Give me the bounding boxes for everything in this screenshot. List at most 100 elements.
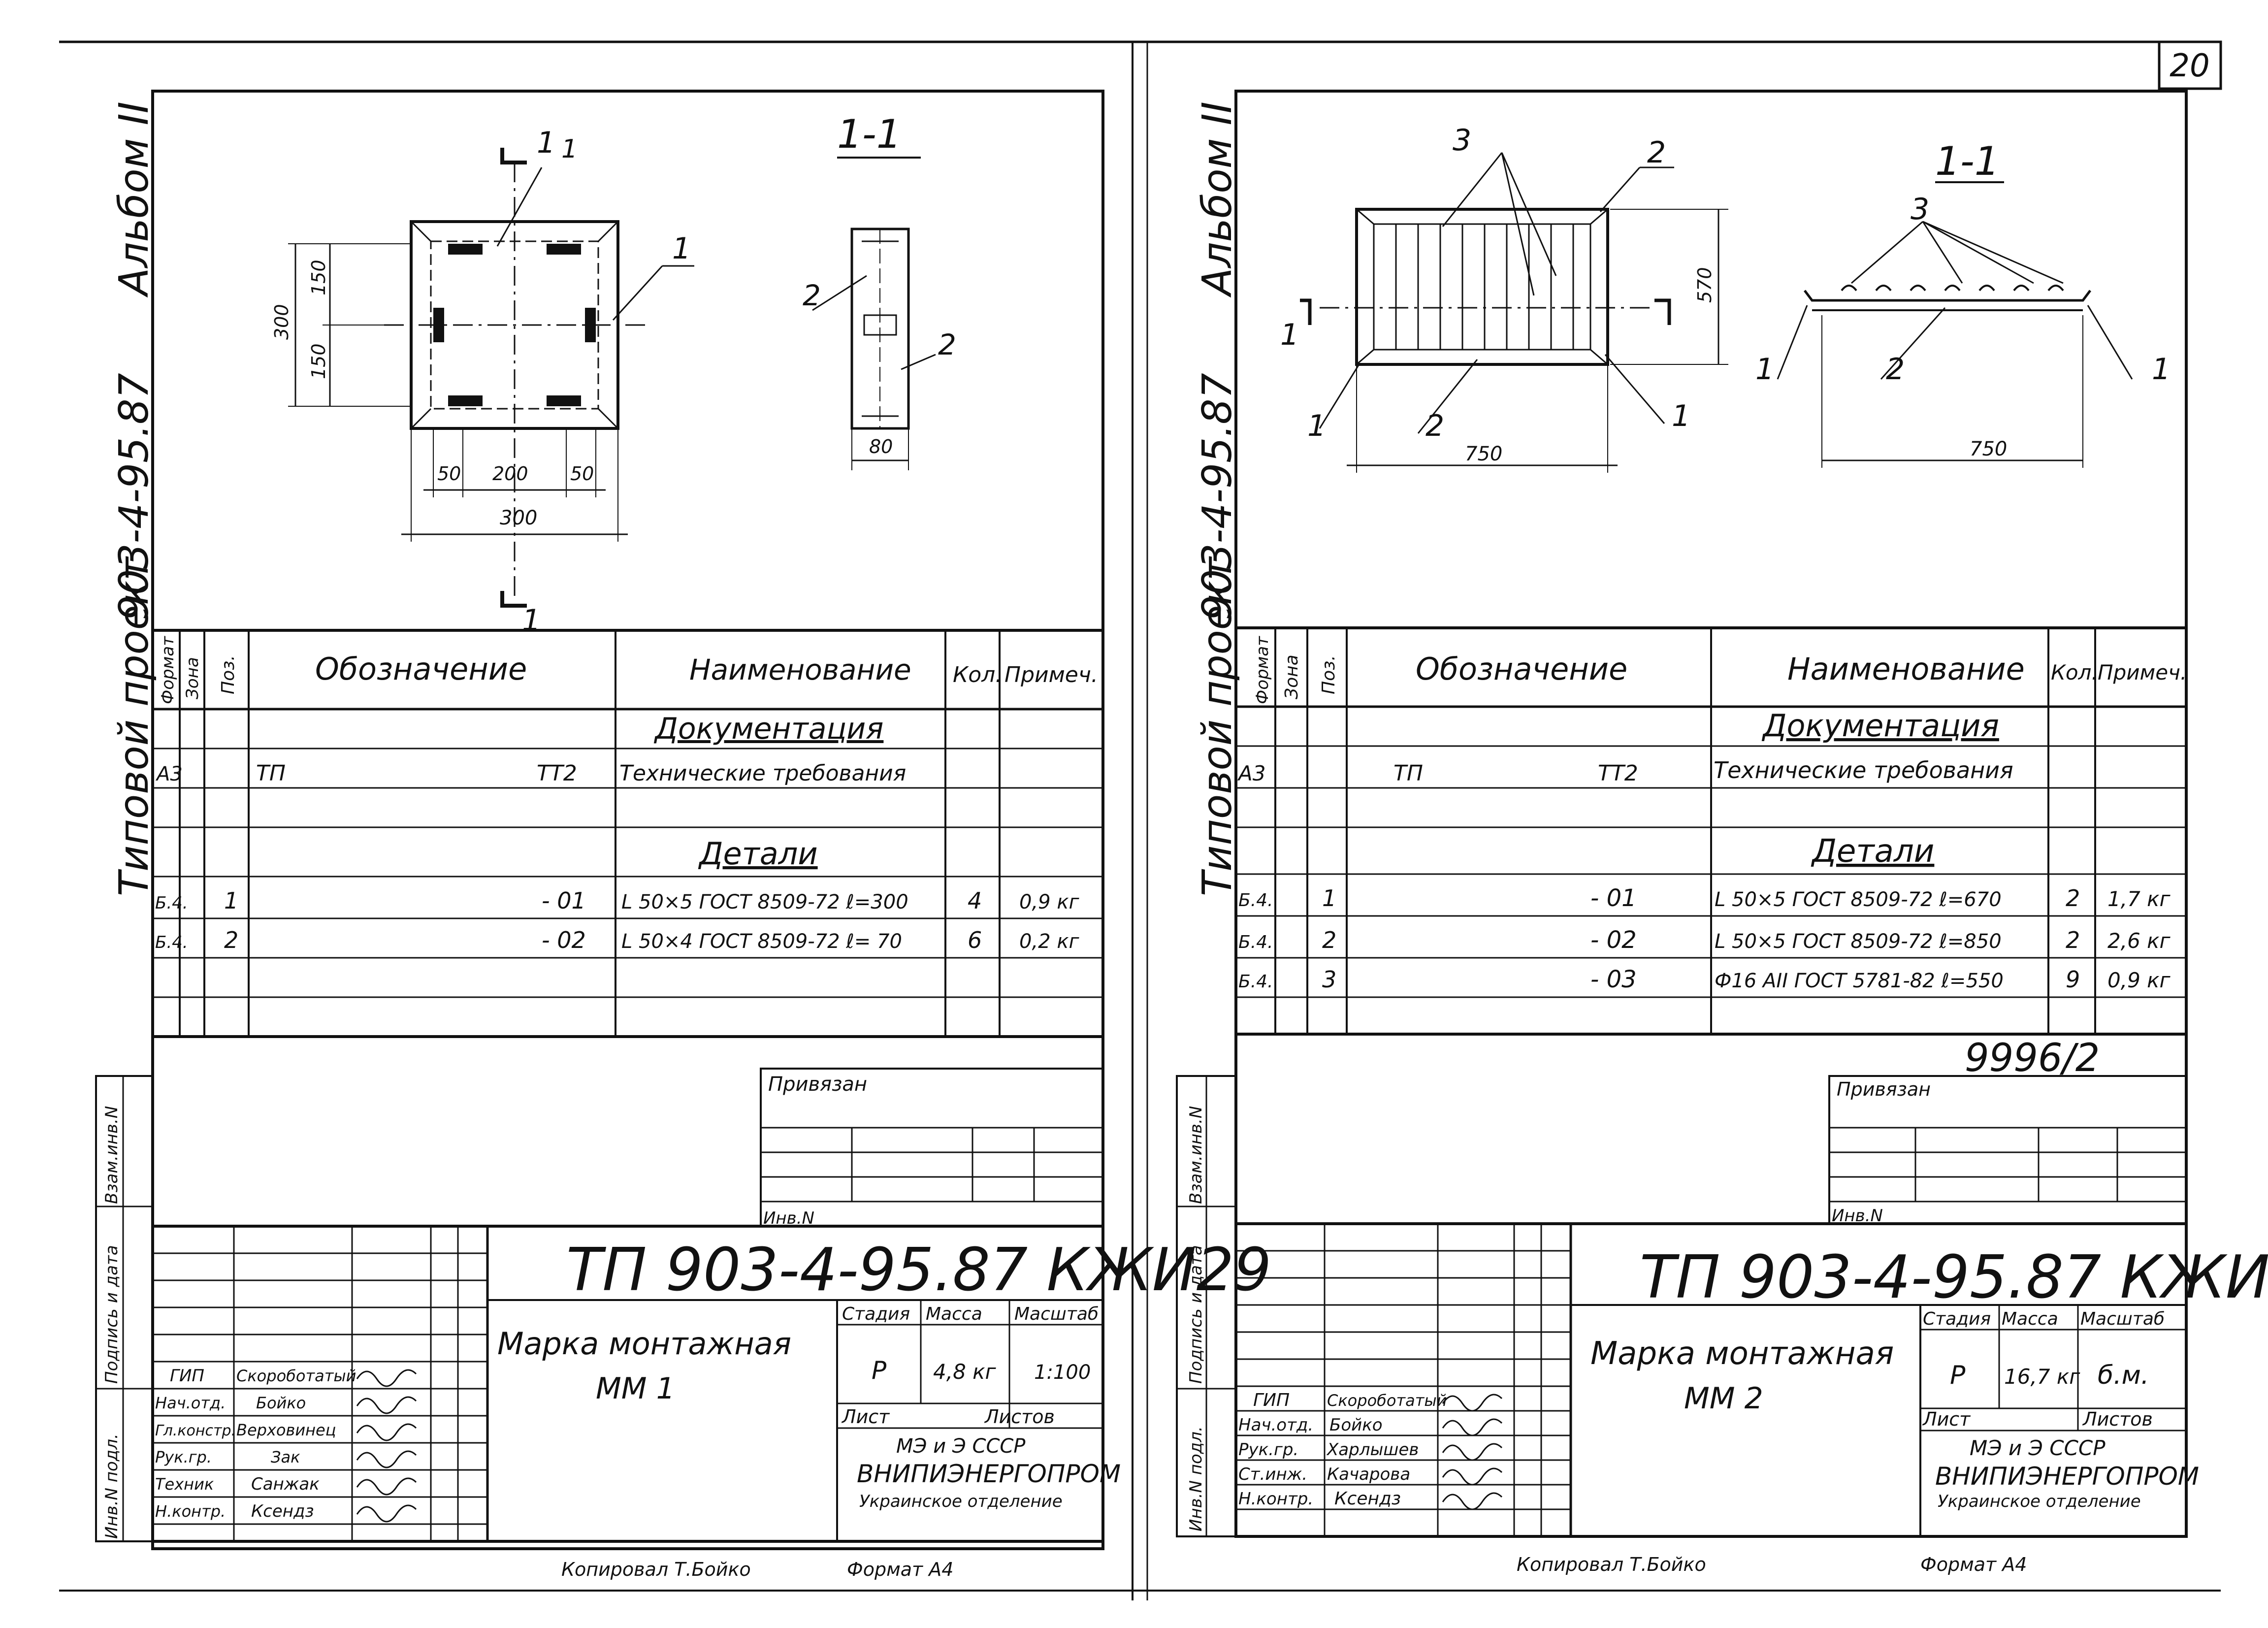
row-note: 0,9 кг [1019,891,1079,913]
side-stamp-3: Взам.инв.N [102,1106,122,1204]
dim-80: 80 [869,436,893,457]
callout-1b: 1 [1672,399,1690,433]
page-number-box: 20 [2158,40,2222,90]
dim-200: 200 [492,463,528,485]
staff-name: Харлышев [1326,1440,1419,1460]
side-code: 903-4-95.87 [111,373,158,620]
mass-value: 16,7 кг [2004,1365,2080,1389]
mass-value: 4,8 кг [933,1360,997,1384]
title-block [1236,1222,2186,1538]
hdr-designation: Обозначение [315,651,527,687]
side-stamp-2: Подпись и дата [1186,1245,1206,1384]
callout-1c: 1 [1755,352,1774,387]
side-stamp-1: Инв.N подл. [102,1433,122,1539]
plan-view [1300,152,1728,473]
callout-1-sec: 1 [1280,318,1299,352]
row-name: Ф16 АII ГОСТ 5781-82 ℓ=550 [1715,970,2004,992]
hdr-qty: Кол. [2051,660,2098,684]
sheets-label: Листов [984,1406,1055,1428]
doc-des-b: ТТ2 [1598,761,1638,786]
staff-role: Рук.гр. [1238,1440,1298,1460]
doc-name: Технические требования [619,761,906,786]
stamp-title: Марка монтажная [1590,1335,1894,1372]
sheet-label: Лист [841,1406,890,1428]
staff-name: Санжак [251,1474,320,1494]
doc-des-b: ТТ2 [537,761,577,786]
row-designation: - 01 [1590,884,1637,912]
org-2: ВНИПИЭНЕРГОПРОМ [1935,1462,2199,1491]
hdr-name: Наименование [689,653,911,686]
dim-150-a: 150 [308,260,329,295]
privyazan-label: Привязан [768,1073,867,1096]
copied-by: Копировал Т.Бойко [1517,1554,1706,1575]
side-project: Типовой проект [111,556,158,896]
plan-view [288,148,694,608]
hdr-zone: Зона [1282,654,1302,699]
side-project: Типовой проект [1194,556,1241,896]
callout-2a: 2 [803,279,821,312]
row-note: 1,7 кг [2107,887,2171,911]
section-view [1777,181,2133,468]
row-designation: - 02 [542,927,586,953]
stamp-mark: ММ 2 [1684,1381,1763,1416]
hdr-pos: Поз. [218,655,238,694]
stamp-code: ТП 903-4-95.87 КЖИ30 [1640,1243,2268,1312]
dim-300-h: 300 [500,507,537,529]
row-pos: 2 [1322,927,1336,953]
row-designation: - 01 [542,887,586,914]
org-1: МЭ и Э СССР [896,1435,1026,1458]
signatures [1442,1394,1503,1510]
staff-role: Рук.гр. [155,1448,212,1466]
row-designation: - 02 [1590,926,1637,954]
doc-des-a: ТП [256,761,286,786]
stage-label: Стадия [1923,1309,1991,1329]
callout-2b: 2 [1886,352,1905,387]
section-parts: Детали [698,836,818,872]
row-qty: 2 [2066,927,2080,953]
row-format: Б.4. [155,933,188,952]
table-row: Б.4. 1 - 01 L 50×5 ГОСТ 8509-72 ℓ=670 2 … [1238,884,2171,912]
row-qty: 9 [2066,966,2080,993]
hdr-format: Формат [1253,636,1272,704]
callout-1a: 1 [537,126,555,160]
row-format: Б.4. [1238,932,1273,952]
staff-name: Зак [271,1448,300,1466]
side-album: Альбом II [1194,101,1241,298]
doc-format: А3 [155,763,183,785]
side-stamp-1: Инв.N подл. [1186,1426,1206,1531]
row-designation: - 03 [1590,966,1637,993]
org-3: Украинское отделение [1938,1492,2141,1511]
staff-name: Скороботатый [236,1367,356,1385]
staff-list: ГИП Скороботатый Нач.отд. Бойко Гл.конст… [155,1366,356,1521]
staff-role: Нач.отд. [155,1394,226,1412]
org-2: ВНИПИЭНЕРГОПРОМ [857,1460,1121,1488]
spec-table [1236,626,2186,1036]
hdr-designation: Обозначение [1416,651,1627,687]
signatures [356,1369,417,1523]
callout-1d: 1 [522,603,541,638]
mass-label: Масса [926,1304,982,1324]
table-row: Б.4. 1 - 01 L 50×5 ГОСТ 8509-72 ℓ=300 4 … [155,887,1079,914]
table-row: Б.4. 2 - 02 L 50×5 ГОСТ 8509-72 ℓ=850 2 … [1238,926,2171,954]
format-label: Формат А4 [1920,1554,2027,1575]
org-3: Украинское отделение [859,1492,1063,1511]
row-pos: 1 [1322,885,1336,912]
org-1: МЭ и Э СССР [1970,1436,2106,1460]
row-pos: 3 [1322,966,1336,993]
dim-300-v: 300 [271,304,292,340]
section-docs: Документация [1761,708,1999,744]
dim-750-a: 750 [1465,443,1502,465]
staff-name: Скороботатый [1327,1391,1447,1410]
callout-1c: 1 [672,231,691,266]
row-format: Б.4. [155,893,188,913]
row-note: 0,9 кг [2107,968,2171,992]
sheets-label: Листов [2082,1408,2153,1430]
staff-role: Н.контр. [1238,1489,1313,1509]
hdr-name: Наименование [1787,651,2025,687]
staff-role: Гл.констр. [155,1422,236,1439]
dim-50-a: 50 [437,463,461,485]
staff-role: Нач.отд. [1238,1415,1313,1435]
handwritten-number: 9996/2 [1965,1036,2100,1080]
hdr-note: Примеч. [2098,660,2187,684]
